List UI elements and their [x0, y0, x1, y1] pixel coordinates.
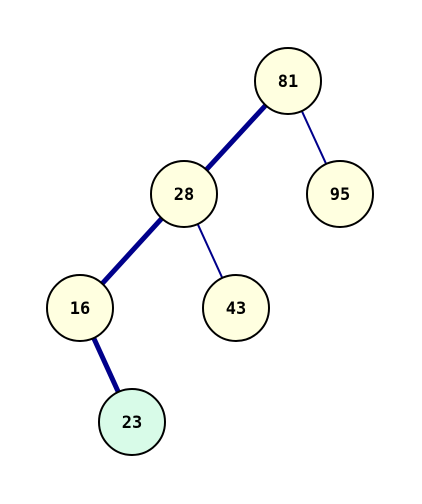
tree-node-circle [306, 160, 374, 228]
tree-node-label: 28 [174, 185, 194, 205]
tree-node-81: 81 [254, 47, 322, 115]
tree-node-circle [254, 47, 322, 115]
tree-node-label: 43 [226, 299, 246, 319]
tree-node-circle [150, 160, 218, 228]
tree-node-label: 23 [122, 413, 142, 433]
tree-node-label: 16 [70, 299, 90, 319]
tree-edge-81-28 [204, 103, 268, 172]
tree-node-circle [98, 388, 166, 456]
tree-node-43: 43 [202, 274, 270, 342]
edges-layer [91, 103, 328, 394]
tree-node-95: 95 [306, 160, 374, 228]
tree-node-circle [202, 274, 270, 342]
tree-node-circle [46, 274, 114, 342]
tree-edge-28-43 [196, 223, 224, 279]
tree-node-23: 23 [98, 388, 166, 456]
tree-node-label: 81 [278, 72, 298, 92]
tree-edge-16-23 [91, 336, 121, 394]
tree-edge-28-16 [100, 216, 164, 286]
tree-node-label: 95 [330, 185, 350, 205]
tree-node-28: 28 [150, 160, 218, 228]
tree-node-16: 16 [46, 274, 114, 342]
tree-edge-81-95 [300, 110, 328, 165]
nodes-layer: 81 28 95 16 43 23 [46, 47, 374, 456]
